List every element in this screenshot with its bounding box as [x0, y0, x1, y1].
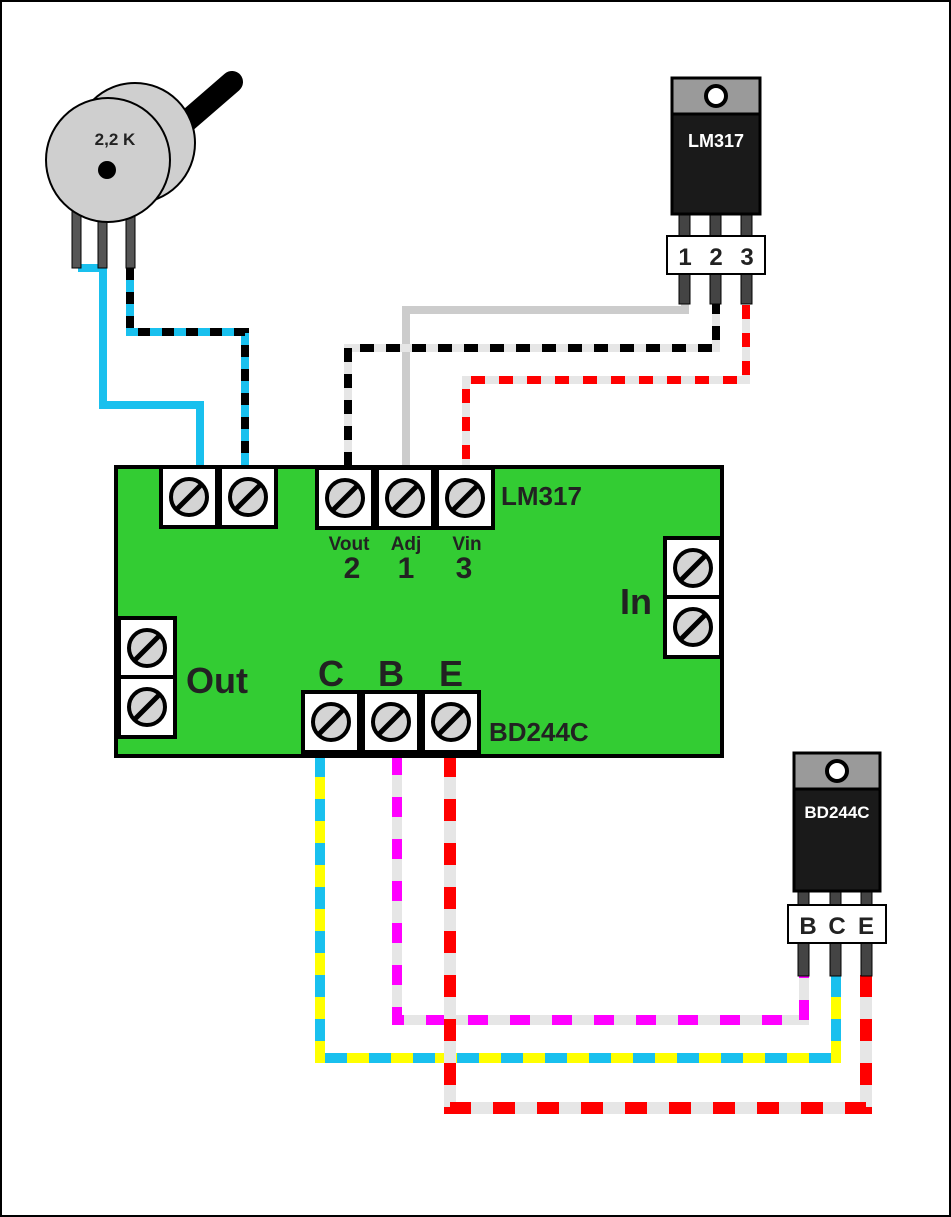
lm317-body: [670, 112, 762, 216]
lm317-pin-3-label: 3: [740, 244, 753, 271]
lm317-pin-2-label: 2: [709, 244, 722, 271]
pot-terminal-left: [161, 467, 217, 527]
bd244c-body: [792, 787, 882, 893]
in-terminal-bottom: [665, 597, 721, 657]
out-terminal-top: [119, 618, 175, 678]
bd244c-pin-b-label: B: [799, 913, 816, 940]
pot-center-dot: [98, 161, 116, 179]
wires: [78, 264, 872, 1114]
pot-value-label: 2,2 K: [95, 130, 136, 149]
pot-front-disk: [45, 97, 171, 223]
lm317-terminal-vin: [437, 468, 493, 528]
wire-bd244c-c-dash: [315, 755, 841, 1063]
pot-terminal-right: [220, 467, 276, 527]
wire-bd244c-e-dash: [444, 755, 872, 1114]
bd244c-terminal-e: [423, 692, 479, 752]
bd244c-chip-label: BD244C: [804, 803, 869, 822]
bd244c-tab-hole: [825, 759, 849, 783]
in-terminal-top: [665, 538, 721, 598]
terminal-vout-number: 2: [344, 552, 361, 585]
terminal-adj-number: 1: [398, 552, 415, 585]
board-bd244c-label: BD244C: [489, 717, 589, 747]
out-terminal-bottom: [119, 677, 175, 737]
potentiometer: 2,2 K: [45, 71, 243, 269]
bd244c-pin-label-box: [787, 904, 887, 944]
board-out-label: Out: [186, 660, 248, 701]
lm317-terminal-vout: [317, 468, 373, 528]
wire-pot-right-dash: [126, 268, 249, 468]
lm317-pin-label-box: [666, 235, 766, 275]
terminal-e-label: E: [439, 653, 463, 694]
bd244c-pin-c-label: C: [828, 913, 845, 940]
wire-bd244c-b-base: [392, 755, 809, 1025]
wire-lm317-vin-dash: [462, 305, 750, 468]
lm317-chip-label: LM317: [688, 131, 744, 151]
bd244c-pin-e-label: E: [858, 913, 874, 940]
terminal-vout-name: Vout: [329, 534, 370, 555]
wire-lm317-vout-dash: [344, 300, 720, 468]
bd244c-terminal-b: [363, 692, 419, 752]
terminal-b-label: B: [378, 653, 404, 694]
wire-lm317-adj: [402, 300, 689, 468]
lm317-tab-hole: [704, 84, 728, 108]
wire-lm317-vin-base: [462, 305, 750, 468]
wire-pot-left: [78, 264, 204, 468]
bd244c-terminal-c: [303, 692, 359, 752]
lm317-chip: LM317 1 2 3: [666, 76, 766, 305]
terminal-adj-name: Adj: [391, 534, 422, 555]
lm317-pin-1-label: 1: [678, 244, 691, 271]
wire-pot-right-base: [126, 268, 249, 468]
board-in-label: In: [620, 581, 652, 622]
circuit-board: LM317 Vout Adj Vin 2 1 3 In Out C B E BD…: [114, 467, 724, 758]
terminal-vin-name: Vin: [452, 534, 481, 555]
pot-pin-left: [71, 209, 82, 269]
terminal-c-label: C: [318, 653, 344, 694]
terminal-vin-number: 3: [456, 552, 473, 585]
bd244c-chip: BD244C B C E: [787, 751, 887, 977]
wire-bd244c-b-dash: [392, 755, 809, 1025]
lm317-terminal-adj: [377, 468, 433, 528]
board-lm317-label: LM317: [501, 481, 582, 511]
